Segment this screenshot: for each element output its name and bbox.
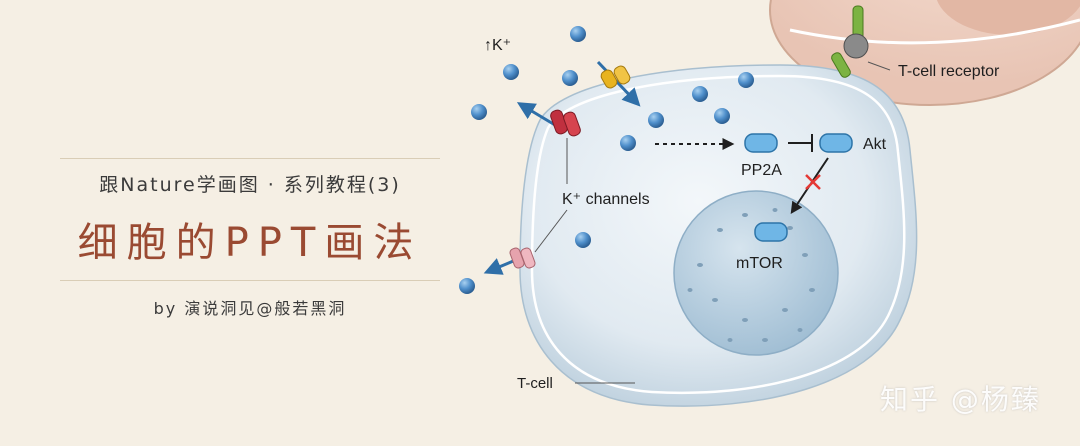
yellow-channel-icon [596,60,641,107]
inhibition-symbol [788,134,813,152]
blocked-arrow [790,157,829,214]
mtor-node: mTOR [736,222,788,272]
t-cell-callout: T-cell [517,375,635,392]
ion [459,278,475,294]
k-channels-label: K⁺ channels [562,191,650,208]
pp2a-node: PP2A [741,133,782,179]
ion [714,108,730,124]
main-title: 细胞的PPT画法 [77,220,423,266]
zhihu-watermark: 知乎 @杨臻 [880,383,1041,416]
ion [570,26,586,42]
mtor-label: mTOR [736,255,783,272]
k-plus-increase-label: ↑K⁺ [484,37,511,54]
t-cell-receptor-label: T-cell receptor [898,63,1000,80]
t-cell-label: T-cell [517,375,553,392]
ion [471,104,487,120]
ion [575,232,591,248]
akt-label: Akt [863,136,887,153]
ion [692,86,708,102]
akt-node: Akt [819,133,887,153]
pp2a-label: PP2A [741,162,782,179]
potassium-ions [459,26,754,294]
title-top-rule [60,158,440,159]
ion [648,112,664,128]
title-bottom-rule [60,280,440,281]
ion [503,64,519,80]
k-channels-callout: K⁺ channels [534,138,650,253]
red-channel-icon [516,102,581,137]
pink-channel-icon [483,247,536,275]
ion [738,72,754,88]
byline: by 演说洞见@般若黑洞 [153,299,347,318]
nucleus [673,190,839,356]
series-title: 跟Nature学画图 · 系列教程(3) [99,174,401,196]
ion [562,70,578,86]
t-cell-receptor-icon: T-cell receptor [831,5,1000,80]
ion [620,135,636,151]
